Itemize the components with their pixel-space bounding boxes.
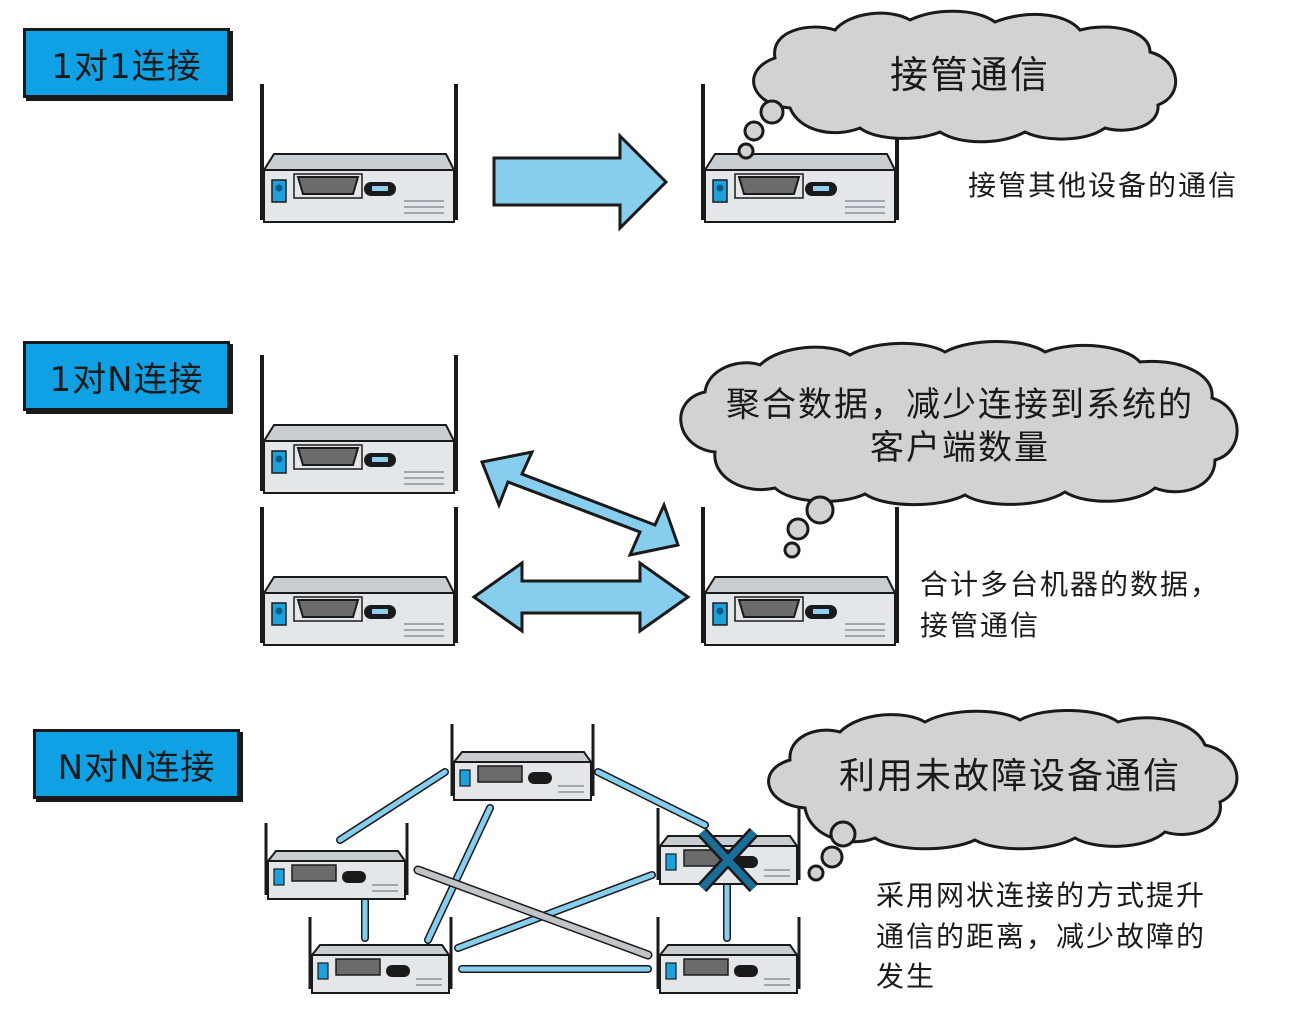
cloud-text-2-line-1: 聚合数据，减少连接到系统的	[726, 385, 1194, 425]
thought-cloud-3	[767, 708, 1239, 851]
thought-bubble	[737, 142, 755, 160]
note-3-line-1: 采用网状连接的方式提升	[876, 879, 1207, 912]
thought-bubble	[807, 864, 825, 882]
thought-bubble	[820, 845, 844, 869]
thought-cloud-2	[679, 340, 1239, 507]
thought-bubble	[805, 495, 835, 525]
note-1: 接管其他设备的通信	[968, 166, 1238, 207]
mesh-links	[336, 768, 731, 973]
cloud-text-1: 接管通信	[889, 53, 1050, 97]
cloud-text-2-line-2: 客户端数量	[870, 427, 1050, 468]
device-2-bottom-left	[260, 505, 458, 647]
thought-bubble	[759, 99, 785, 125]
failure-cross-icon	[697, 827, 759, 893]
device-2-top-left	[260, 353, 458, 495]
note-3: 采用网状连接的方式提升 通信的距离，减少故障的 发生	[876, 876, 1206, 998]
mesh-device-top	[450, 722, 595, 802]
thought-bubble	[743, 120, 765, 142]
device-1-left	[260, 82, 458, 224]
cloud-text-3: 利用未故障设备通信	[838, 756, 1181, 797]
double-arrow-horizontal	[471, 560, 691, 634]
cloud-text-2: 聚合数据，减少连接到系统的 客户端数量	[700, 384, 1220, 469]
section-label-NtoN: N对N连接	[33, 729, 240, 799]
arrow-right	[492, 132, 669, 232]
section-label-1toN: 1对N连接	[23, 341, 230, 411]
thought-cloud-1	[752, 9, 1177, 144]
note-2-line-1: 合计多台机器的数据，	[920, 568, 1221, 601]
note-2-line-2: 接管通信	[920, 608, 1041, 642]
thought-bubble	[786, 517, 810, 541]
double-arrow-diagonal	[479, 449, 680, 558]
note-1-line-1: 接管其他设备的通信	[968, 169, 1239, 202]
mesh-device-left	[264, 821, 409, 901]
section-label-1to1: 1对1连接	[23, 28, 230, 98]
thought-bubble	[829, 820, 857, 848]
mesh-device-failed	[656, 806, 801, 886]
note-2: 合计多台机器的数据， 接管通信	[920, 565, 1220, 646]
thought-bubble	[783, 541, 801, 559]
note-3-line-3: 发生	[876, 960, 937, 994]
note-3-line-2: 通信的距离，减少故障的	[876, 919, 1207, 953]
